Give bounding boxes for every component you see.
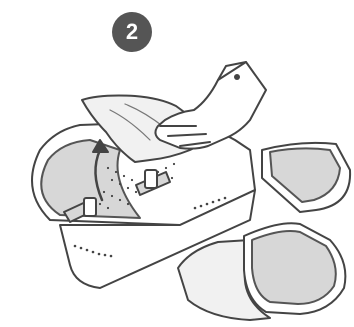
step-number-badge: 2 [112, 12, 152, 52]
tray-icon [262, 143, 350, 212]
